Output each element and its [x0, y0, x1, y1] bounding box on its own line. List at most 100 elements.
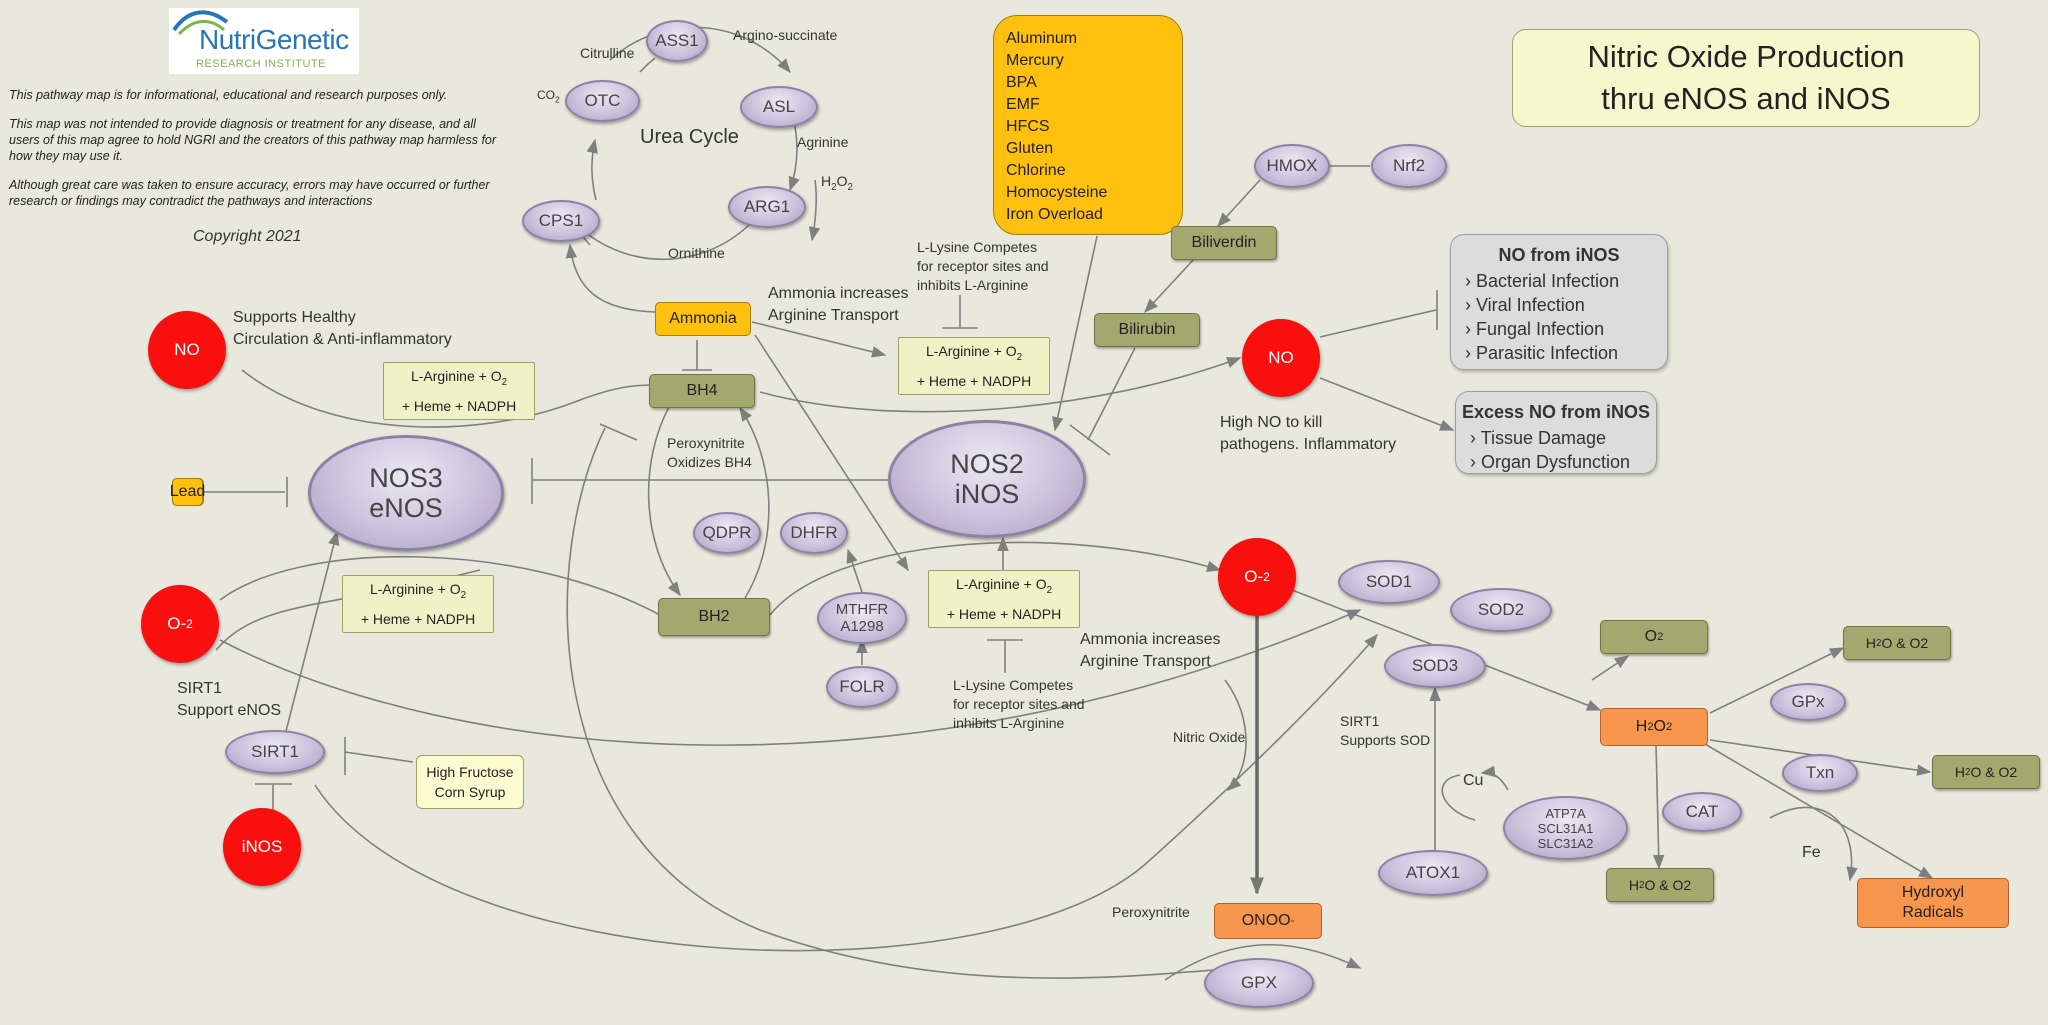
high-fructose-node[interactable]: High Fructose Corn Syrup	[416, 755, 524, 809]
hydroxyl-radicals-node[interactable]: Hydroxyl Radicals	[1857, 878, 2009, 928]
sirt1-node[interactable]: SIRT1	[225, 730, 325, 774]
ornithine-label: Ornithine	[668, 245, 725, 261]
bh4-node[interactable]: BH4	[649, 374, 755, 408]
sod2-node[interactable]: SOD2	[1450, 588, 1552, 632]
sirt1-sod-label: SIRT1 Supports SOD	[1340, 713, 1431, 748]
logo-name: NutriGenetic	[199, 24, 349, 55]
txn-node[interactable]: Txn	[1782, 754, 1858, 792]
ass1-node[interactable]: ASS1	[646, 20, 708, 62]
page-title: Nitric Oxide Production thru eNOS and iN…	[1512, 29, 1980, 127]
copyright: Copyright 2021	[193, 228, 302, 245]
disclaimer-p1: This pathway map is for informational, e…	[9, 88, 448, 102]
onoo-node[interactable]: ONOO-	[1214, 903, 1322, 939]
peroxynitrite-oxidizes-label: Peroxynitrite Oxidizes BH4	[667, 435, 752, 470]
fe-label: Fe	[1802, 844, 1821, 861]
toxin-item: Chlorine	[1006, 162, 1066, 179]
lysine-label-bottom: L-Lysine Competes for receptor sites and…	[953, 677, 1085, 731]
infection-item: › Bacterial Infection	[1465, 271, 1620, 291]
toxin-item: Homocysteine	[1006, 184, 1108, 201]
nitric-oxide-label: Nitric Oxide	[1173, 729, 1246, 745]
infection-item: › Fungal Infection	[1465, 319, 1605, 339]
argino-succinate-label: Argino-succinate	[733, 27, 838, 43]
agrinine-label: Agrinine	[797, 134, 849, 150]
superoxide-mid-node[interactable]: O-2	[1218, 538, 1296, 616]
sod1-node[interactable]: SOD1	[1338, 560, 1440, 604]
co2-label: CO2	[537, 88, 560, 105]
substrate-box-1: L-Arginine + O2+ Heme + NADPH	[383, 362, 535, 420]
gpx-right-node[interactable]: GPx	[1770, 683, 1846, 721]
substrate-box-3: L-Arginine + O2+ Heme + NADPH	[342, 575, 494, 633]
ammonia-increases-label-top: Ammonia increases Arginine Transport	[768, 285, 909, 324]
toxin-item: BPA	[1006, 74, 1037, 91]
urea-cycle-title: Urea Cycle	[640, 126, 739, 148]
disclaimer: This pathway map is for informational, e…	[9, 87, 509, 222]
no-left-node[interactable]: NO	[148, 311, 226, 389]
title-line1: Nitric Oxide Production	[1587, 39, 1905, 74]
atp7a-node[interactable]: ATP7A SCL31A1 SLC31A2	[1503, 796, 1628, 860]
high-no-label: High NO to kill pathogens. Inflammatory	[1220, 414, 1397, 453]
cu-label: Cu	[1463, 772, 1484, 789]
hmox-node[interactable]: HMOX	[1254, 144, 1330, 188]
toxin-item: Mercury	[1006, 52, 1064, 69]
superoxide-left-node[interactable]: O-2	[141, 585, 219, 663]
nrf2-node[interactable]: Nrf2	[1371, 144, 1447, 188]
mthfr-node[interactable]: MTHFR A1298	[817, 592, 907, 644]
cat-node[interactable]: CAT	[1662, 792, 1742, 832]
bilirubin-node[interactable]: Bilirubin	[1094, 313, 1200, 347]
excess-item: › Tissue Damage	[1470, 428, 1607, 448]
bh2-node[interactable]: BH2	[658, 598, 770, 636]
excess-no-box: Excess NO from iNOS › Tissue Damage › Or…	[1455, 391, 1657, 474]
toxin-item: Gluten	[1006, 140, 1054, 157]
ammonia-node[interactable]: Ammonia	[655, 302, 751, 336]
otc-node[interactable]: OTC	[565, 80, 640, 122]
cps1-node[interactable]: CPS1	[522, 200, 600, 242]
toxin-item: Aluminum	[1006, 30, 1078, 47]
ngri-logo: NutriGenetic RESEARCH INSTITUTE	[169, 8, 359, 74]
no-from-inos-header: NO from iNOS	[1498, 245, 1620, 265]
asl-node[interactable]: ASL	[740, 86, 818, 128]
infection-item: › Parasitic Infection	[1465, 343, 1619, 363]
supports-healthy-label: Supports Healthy Circulation & Anti-infl…	[233, 309, 452, 348]
lysine-label-top: L-Lysine Competes for receptor sites and…	[917, 239, 1049, 293]
disclaimer-p2: This map was not intended to provide dia…	[9, 117, 497, 163]
ammonia-increases-label-bottom: Ammonia increases Arginine Transport	[1080, 631, 1221, 670]
substrate-box-4: L-Arginine + O2+ Heme + NADPH	[928, 570, 1080, 628]
biliverdin-node[interactable]: Biliverdin	[1171, 226, 1277, 260]
sirt1-support-label: SIRT1 Support eNOS	[177, 680, 282, 719]
sod3-node[interactable]: SOD3	[1384, 644, 1486, 688]
infection-item: › Viral Infection	[1465, 295, 1585, 315]
disclaimer-p3: Although great care was taken to ensure …	[9, 178, 490, 208]
h2o2-urea-label: H2O2	[821, 173, 853, 193]
toxin-item: Iron Overload	[1006, 206, 1103, 223]
substrate-box-2: L-Arginine + O2+ Heme + NADPH	[898, 337, 1050, 395]
peroxynitrite-label: Peroxynitrite	[1112, 904, 1190, 920]
citrulline-label: Citrulline	[580, 45, 635, 61]
toxin-item: EMF	[1006, 96, 1040, 113]
logo-subtitle: RESEARCH INSTITUTE	[196, 58, 327, 70]
lead-box[interactable]: Lead	[170, 478, 205, 506]
qdpr-node[interactable]: QDPR	[693, 512, 761, 554]
toxins-list: Aluminum Mercury BPA EMF HFCS Gluten Chl…	[993, 15, 1183, 235]
toxin-item: HFCS	[1006, 118, 1050, 135]
gpx-bottom-node[interactable]: GPX	[1204, 958, 1314, 1008]
excess-no-header: Excess NO from iNOS	[1461, 402, 1651, 422]
atox1-node[interactable]: ATOX1	[1378, 850, 1488, 896]
folr-node[interactable]: FOLR	[826, 666, 898, 708]
excess-item: › Organ Dysfunction	[1470, 452, 1631, 472]
arg1-node[interactable]: ARG1	[728, 186, 806, 228]
inos-red-node[interactable]: iNOS	[223, 808, 301, 886]
no-right-node[interactable]: NO	[1242, 319, 1320, 397]
title-line2: thru eNOS and iNOS	[1601, 81, 1891, 116]
logo-swoosh-icon	[172, 10, 229, 36]
dhfr-node[interactable]: DHFR	[780, 512, 848, 554]
no-from-inos-box: NO from iNOS › Bacterial Infection › Vir…	[1450, 234, 1668, 370]
